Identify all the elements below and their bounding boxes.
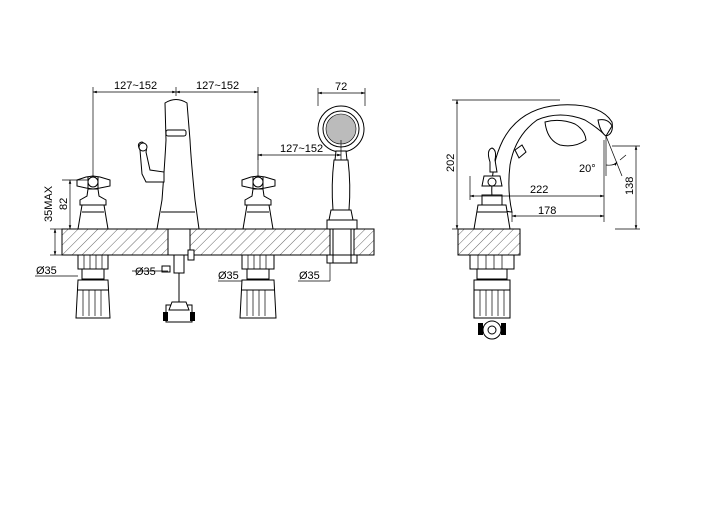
dim-hole-1: Ø35 [36, 265, 57, 277]
dim-spacing-left: 127~152 [114, 80, 157, 92]
side-deck-section [457, 228, 521, 256]
left-valve [75, 175, 111, 319]
dim-hole-4: Ø35 [299, 270, 320, 282]
dim-spacing-right: 127~152 [196, 80, 239, 92]
hand-shower [317, 105, 365, 264]
front-dimensions: 127~152 127~152 127~152 72 82 35MAX Ø35 … [35, 80, 366, 282]
deck-section [61, 228, 375, 256]
dim-spray-angle: 20° [579, 163, 596, 175]
right-valve [239, 175, 277, 319]
dim-spout-height: 138 [624, 177, 636, 195]
dim-hole-3: Ø35 [218, 270, 239, 282]
side-dimensions: 202 138 222 178 20° [445, 99, 640, 230]
dim-total-height: 202 [445, 154, 457, 172]
dim-spacing-hand-shower: 127~152 [280, 143, 323, 155]
dim-valve-height: 82 [58, 198, 70, 210]
dim-spout-reach: 222 [530, 184, 548, 196]
dim-hole-2: Ø35 [135, 266, 156, 278]
dim-spout-projection: 178 [538, 205, 556, 217]
front-view: 127~152 127~152 127~152 72 82 35MAX Ø35 … [35, 80, 375, 323]
side-view: 202 138 222 178 20° [445, 99, 640, 340]
center-spout [137, 99, 200, 323]
dim-deck-thickness: 35MAX [43, 185, 55, 222]
dim-hand-shower-width: 72 [335, 81, 347, 93]
